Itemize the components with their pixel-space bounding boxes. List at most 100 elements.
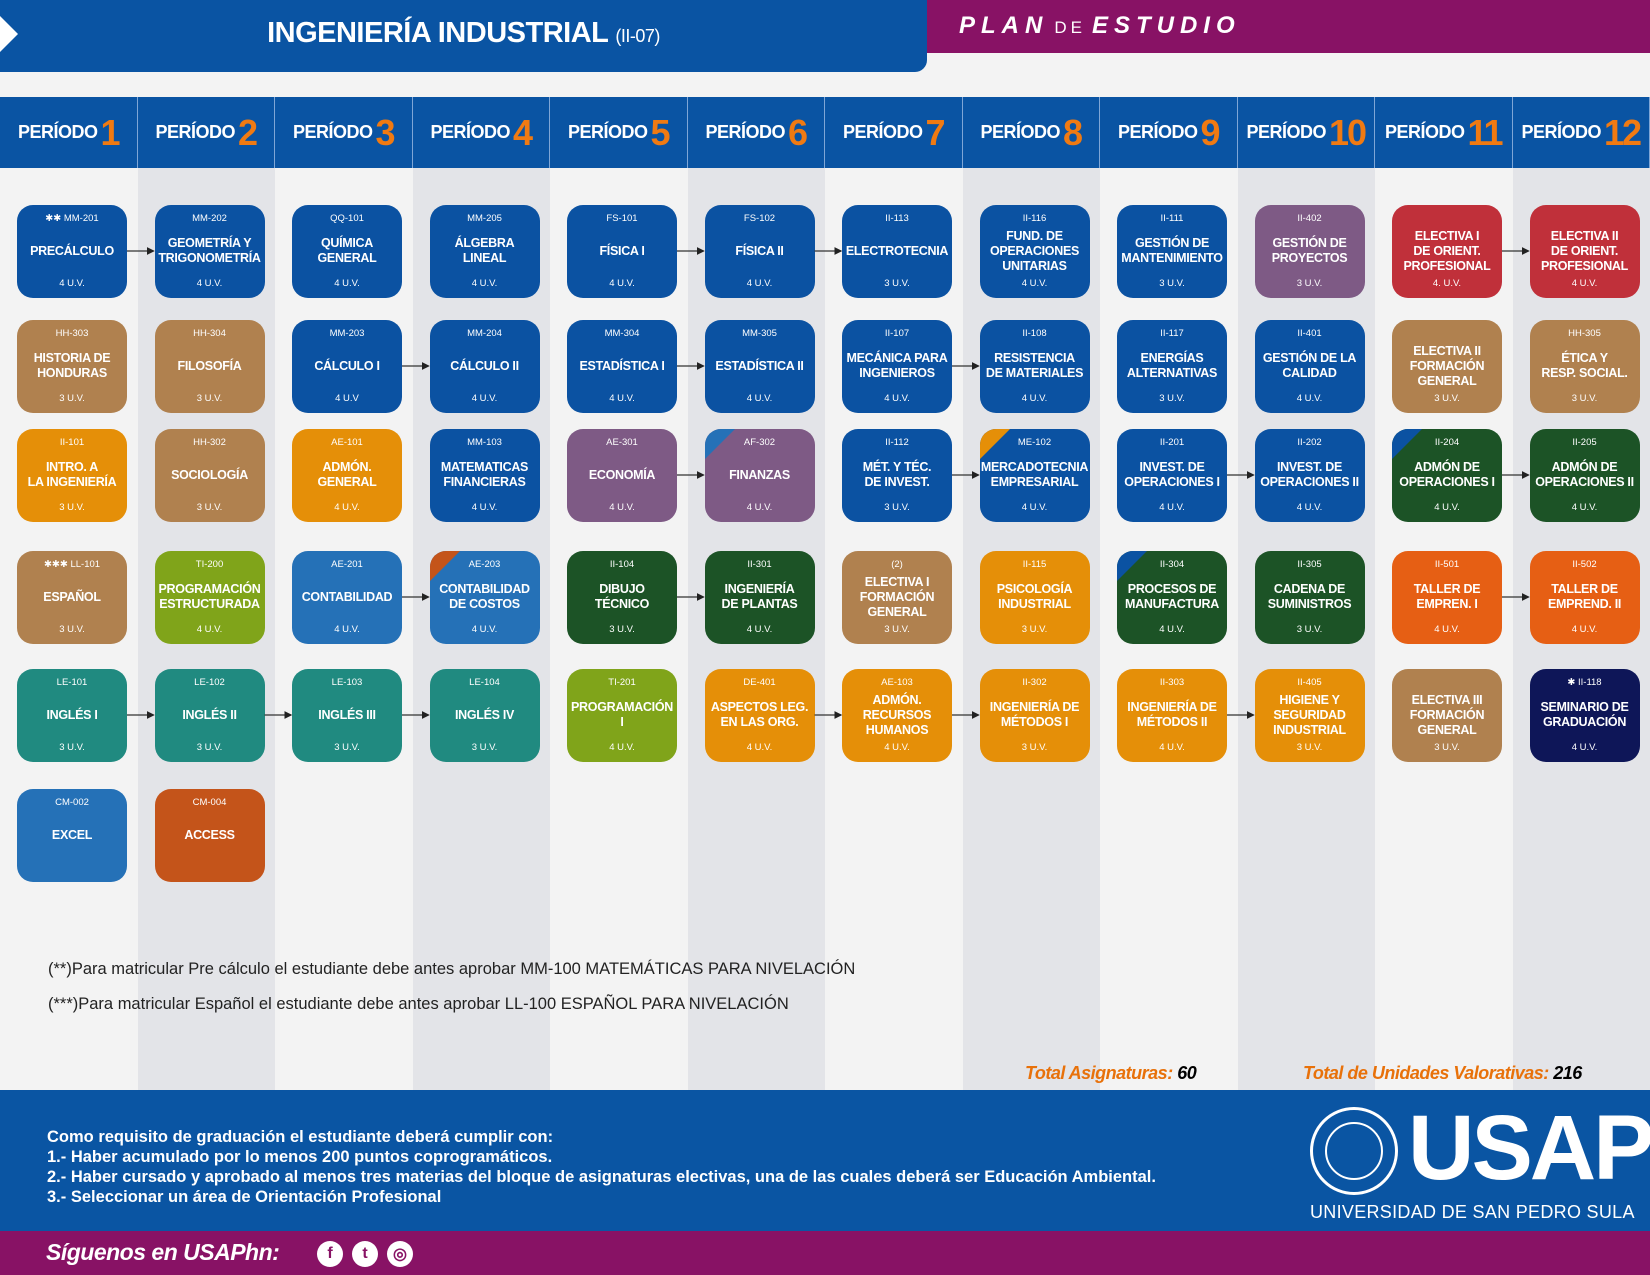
course-name: ÁLGEBRA LINEAL	[454, 236, 515, 265]
period-label: PERÍODO	[980, 122, 1060, 142]
course-name: MATEMATICAS FINANCIERAS	[440, 460, 529, 489]
period-number: 11	[1467, 111, 1503, 153]
facebook-icon[interactable]: f	[317, 1241, 343, 1267]
course-credits: 4 U.V.	[334, 278, 360, 289]
period-label: PERÍODO	[705, 122, 785, 142]
course-name: FÍSICA II	[735, 243, 784, 258]
course-credits: 3 U.V.	[59, 624, 85, 635]
course-credits: 3 U.V.	[884, 624, 910, 635]
instagram-icon[interactable]: ◎	[387, 1241, 413, 1267]
program-title-bar: INGENIERÍA INDUSTRIAL (II-07)	[0, 0, 927, 72]
course-code: II-118	[1578, 677, 1602, 688]
course-name: ELECTIVA II FORMACIÓN GENERAL	[1409, 343, 1485, 388]
course-name: ADMÓN. GENERAL	[317, 460, 377, 489]
social-bar: Síguenos en USAPhn: f t ◎	[0, 1231, 1650, 1275]
course-code-line: MM-304	[605, 328, 640, 339]
course-code: AE-103	[881, 677, 913, 688]
course-code-line: II-401	[1297, 328, 1321, 339]
course-code: MM-203	[329, 328, 365, 339]
corner-marker	[1117, 551, 1147, 581]
course-code: LE-101	[56, 677, 88, 688]
course-name: PSICOLOGÍA INDUSTRIAL	[996, 582, 1073, 611]
course-code: II-107	[884, 328, 910, 339]
period-label: PERÍODO	[292, 122, 373, 142]
twitter-icon[interactable]: t	[352, 1241, 378, 1267]
course-name: GESTIÓN DE PROYECTOS	[1271, 236, 1348, 265]
requirement-mark: (2)	[891, 559, 903, 570]
course-name: FUND. DE OPERACIONES UNITARIAS	[989, 228, 1080, 273]
course-name: DIBUJO TÉCNICO	[594, 582, 650, 611]
course-name: EXCEL	[51, 827, 93, 842]
period-label: PERÍODO	[1384, 122, 1465, 142]
course-code-line: II-201	[1160, 437, 1184, 448]
course-code-line: MM-204	[467, 328, 502, 339]
course-code: II-115	[1022, 559, 1047, 570]
requirement-mark: ✱✱	[45, 213, 62, 224]
corner-marker	[979, 429, 1010, 459]
